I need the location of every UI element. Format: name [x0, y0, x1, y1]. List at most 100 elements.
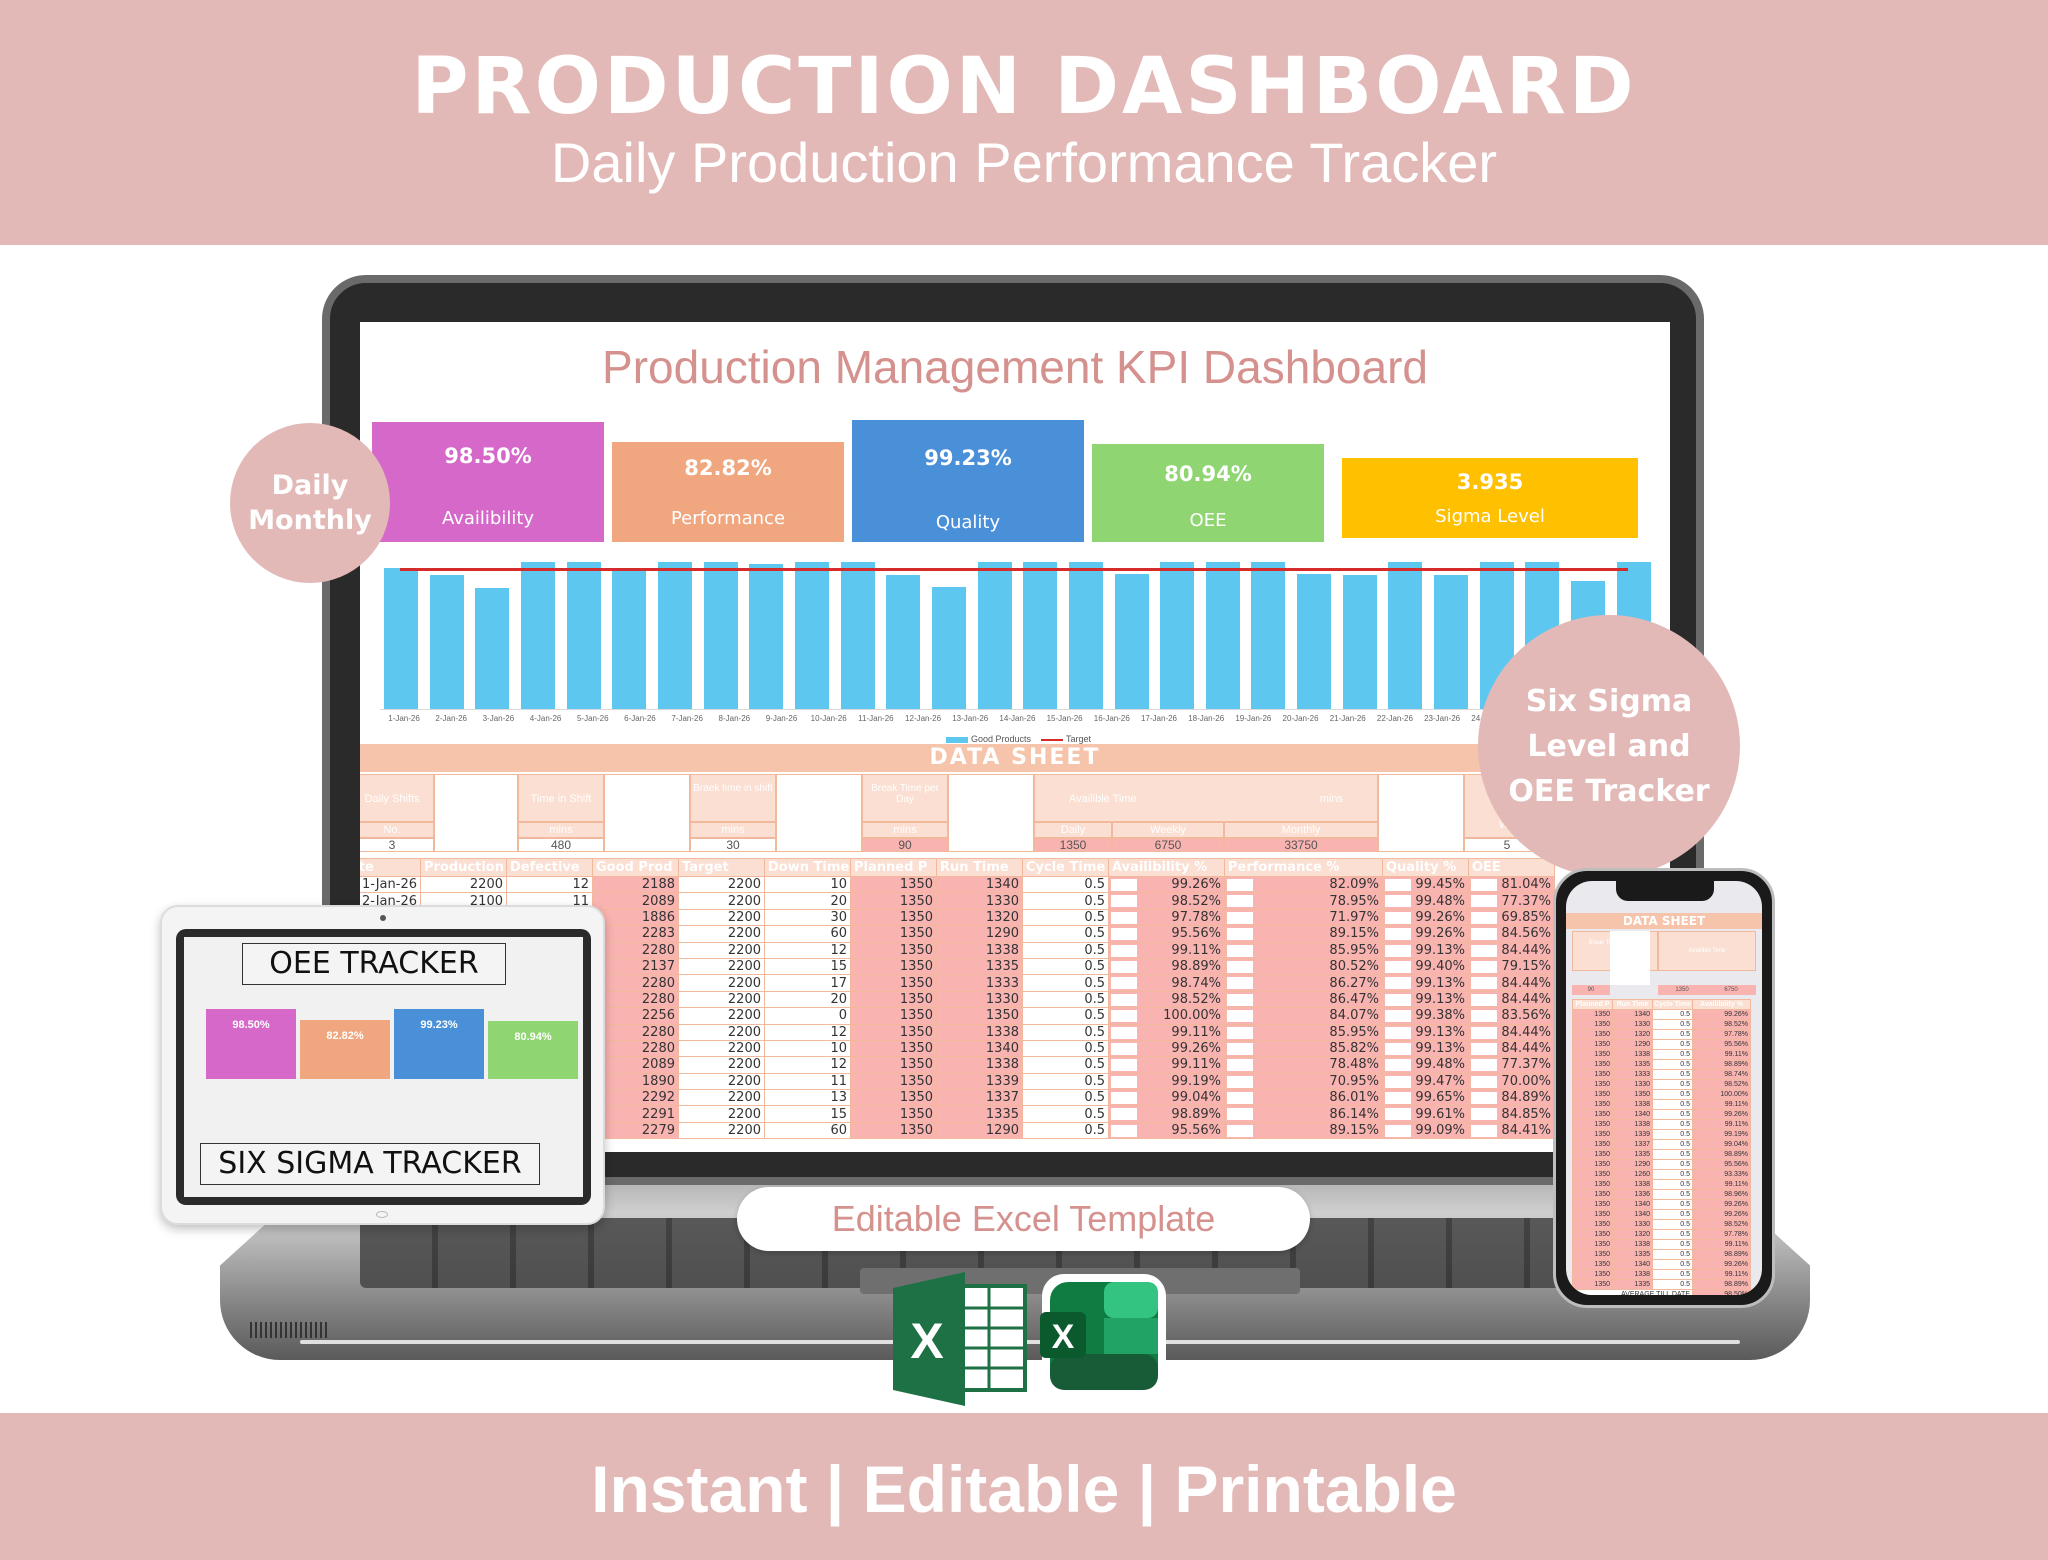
column-header[interactable]: ate: [360, 858, 421, 877]
table-cell[interactable]: 1339: [936, 1072, 1023, 1091]
table-cell[interactable]: 0.5: [1022, 1105, 1109, 1123]
table-cell[interactable]: 97.78%: [1108, 908, 1225, 927]
table-cell[interactable]: 1337: [936, 1089, 1023, 1107]
table-cell[interactable]: 2200: [678, 1072, 765, 1091]
column-header[interactable]: Quality %: [1382, 858, 1469, 877]
table-cell[interactable]: 77.37%: [1468, 1056, 1555, 1074]
table-cell[interactable]: 2292: [592, 1089, 679, 1107]
table-cell[interactable]: 99.48%: [1382, 892, 1469, 910]
table-cell[interactable]: 1335: [936, 1105, 1023, 1123]
table-cell[interactable]: 1338: [936, 941, 1023, 959]
table-cell[interactable]: 2200: [678, 875, 765, 894]
table-cell[interactable]: 60: [764, 925, 851, 943]
table-cell[interactable]: 2280: [592, 990, 679, 1009]
table-cell[interactable]: 2200: [678, 892, 765, 910]
param-break-in-shift[interactable]: 30: [690, 838, 776, 852]
table-cell[interactable]: 1350: [850, 974, 937, 992]
table-cell[interactable]: 98.52%: [1108, 892, 1225, 910]
table-cell[interactable]: 86.01%: [1224, 1089, 1383, 1107]
table-cell[interactable]: 99.13%: [1382, 1039, 1469, 1058]
table-cell[interactable]: 0.5: [1022, 957, 1109, 976]
table-cell[interactable]: 0: [764, 1007, 851, 1025]
table-cell[interactable]: 12: [764, 1023, 851, 1041]
table-cell[interactable]: 2089: [592, 1056, 679, 1074]
table-cell[interactable]: 1330: [936, 892, 1023, 910]
column-header[interactable]: Planned P: [850, 858, 937, 877]
table-cell[interactable]: 10: [764, 1039, 851, 1058]
table-cell[interactable]: 80.52%: [1224, 957, 1383, 976]
table-cell[interactable]: 1340: [936, 875, 1023, 894]
table-cell[interactable]: 99.26%: [1108, 1039, 1225, 1058]
table-cell[interactable]: 10: [764, 875, 851, 894]
table-cell[interactable]: 2280: [592, 941, 679, 959]
table-cell[interactable]: 1886: [592, 908, 679, 927]
table-cell[interactable]: 86.27%: [1224, 974, 1383, 992]
table-cell[interactable]: 70.95%: [1224, 1072, 1383, 1091]
table-cell[interactable]: 98.52%: [1108, 990, 1225, 1009]
table-cell[interactable]: 0.5: [1022, 1121, 1109, 1140]
table-cell[interactable]: 100.00%: [1108, 1007, 1225, 1025]
table-cell[interactable]: 1335: [936, 957, 1023, 976]
table-cell[interactable]: 2283: [592, 925, 679, 943]
column-header[interactable]: Cycle Time: [1022, 858, 1109, 877]
table-cell[interactable]: 99.26%: [1382, 925, 1469, 943]
table-cell[interactable]: 1350: [850, 990, 937, 1009]
param-time-in-shift[interactable]: 480: [518, 838, 604, 852]
table-cell[interactable]: 0.5: [1022, 1023, 1109, 1041]
table-cell[interactable]: 12: [506, 875, 593, 894]
table-cell[interactable]: 98.89%: [1108, 1105, 1225, 1123]
table-cell[interactable]: 1350: [850, 957, 937, 976]
table-cell[interactable]: 2200: [420, 875, 507, 894]
table-cell[interactable]: 2089: [592, 892, 679, 910]
table-cell[interactable]: 99.61%: [1382, 1105, 1469, 1123]
table-cell[interactable]: 1350: [850, 941, 937, 959]
table-cell[interactable]: 84.44%: [1468, 1023, 1555, 1041]
table-cell[interactable]: 0.5: [1022, 1039, 1109, 1058]
table-cell[interactable]: 30: [764, 908, 851, 927]
table-cell[interactable]: 2200: [678, 957, 765, 976]
table-cell[interactable]: 84.44%: [1468, 990, 1555, 1009]
table-cell[interactable]: 1-Jan-26: [360, 875, 421, 894]
table-cell[interactable]: 1350: [850, 1039, 937, 1058]
table-cell[interactable]: 1350: [850, 1056, 937, 1074]
column-header[interactable]: Production: [420, 858, 507, 877]
table-cell[interactable]: 2200: [678, 974, 765, 992]
table-cell[interactable]: 2200: [678, 1007, 765, 1025]
table-cell[interactable]: 99.40%: [1382, 957, 1469, 976]
table-cell[interactable]: 17: [764, 974, 851, 992]
table-cell[interactable]: 99.09%: [1382, 1121, 1469, 1140]
table-cell[interactable]: 0.5: [1022, 1007, 1109, 1025]
table-cell[interactable]: 0.5: [1022, 925, 1109, 943]
table-cell[interactable]: 1350: [850, 1007, 937, 1025]
table-cell[interactable]: 89.15%: [1224, 925, 1383, 943]
table-cell[interactable]: 99.13%: [1382, 974, 1469, 992]
table-cell[interactable]: 1338: [936, 1056, 1023, 1074]
table-cell[interactable]: 77.37%: [1468, 892, 1555, 910]
table-cell[interactable]: 84.56%: [1468, 925, 1555, 943]
table-cell[interactable]: 2280: [592, 1039, 679, 1058]
param-daily-shifts[interactable]: 3: [360, 838, 434, 852]
column-header[interactable]: Defective: [506, 858, 593, 877]
table-cell[interactable]: 1350: [850, 1072, 937, 1091]
table-cell[interactable]: 99.04%: [1108, 1089, 1225, 1107]
table-cell[interactable]: 99.11%: [1108, 941, 1225, 959]
table-cell[interactable]: 99.19%: [1108, 1072, 1225, 1091]
table-cell[interactable]: 2280: [592, 974, 679, 992]
table-cell[interactable]: 1350: [850, 892, 937, 910]
table-cell[interactable]: 0.5: [1022, 1056, 1109, 1074]
table-cell[interactable]: 84.44%: [1468, 941, 1555, 959]
table-cell[interactable]: 2279: [592, 1121, 679, 1140]
table-cell[interactable]: 2200: [678, 1121, 765, 1140]
table-cell[interactable]: 1350: [850, 1089, 937, 1107]
table-cell[interactable]: 0.5: [1022, 875, 1109, 894]
table-cell[interactable]: 2200: [678, 990, 765, 1009]
table-cell[interactable]: 95.56%: [1108, 1121, 1225, 1140]
table-cell[interactable]: 81.04%: [1468, 875, 1555, 894]
table-cell[interactable]: 99.13%: [1382, 941, 1469, 959]
table-cell[interactable]: 12: [764, 1056, 851, 1074]
table-cell[interactable]: 70.00%: [1468, 1072, 1555, 1091]
table-cell[interactable]: 2280: [592, 1023, 679, 1041]
table-cell[interactable]: 99.13%: [1382, 1023, 1469, 1041]
table-cell[interactable]: 1290: [936, 925, 1023, 943]
table-cell[interactable]: 99.65%: [1382, 1089, 1469, 1107]
